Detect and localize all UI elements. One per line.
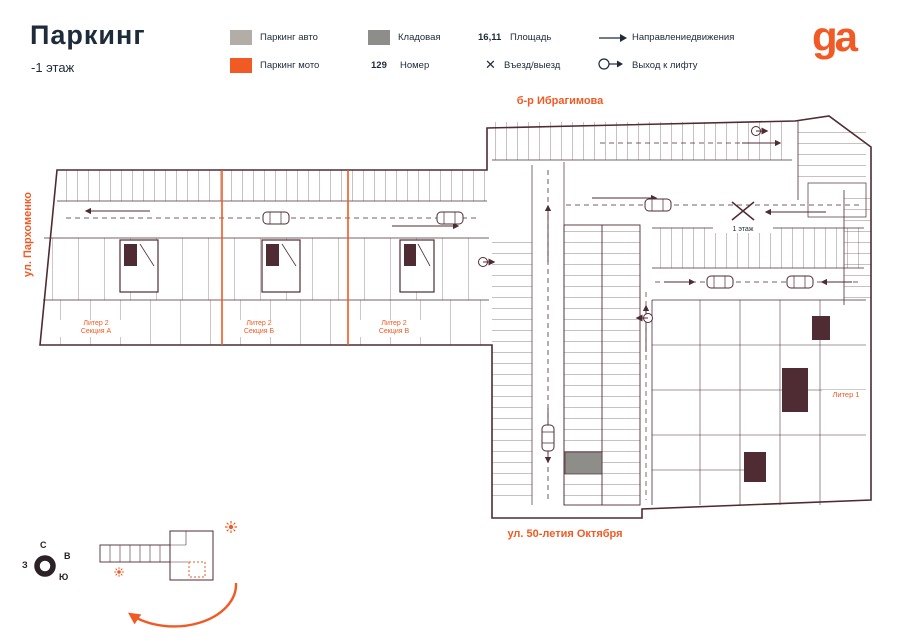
compass-icon: [34, 555, 56, 577]
section-b-line1: Литер 2: [246, 320, 272, 327]
right-block: [492, 121, 871, 506]
entry-exit-icon: ✕: [485, 57, 496, 72]
compass-west: З: [22, 560, 28, 570]
lift-core: [812, 316, 830, 340]
minimap-highlight: [188, 561, 206, 578]
direction-arrow-icon: [599, 34, 627, 42]
left-wing: [42, 170, 489, 345]
section-a-label: Литер 2 Секция А: [60, 320, 132, 337]
section-v-label: Литер 2 Секция В: [358, 320, 430, 337]
legend-number-label: Номер: [400, 60, 430, 71]
car-icon: [262, 211, 290, 225]
section-v-line2: Секция В: [378, 328, 410, 336]
sun-icon: [224, 520, 238, 534]
liter1-label: Литер 1: [822, 390, 870, 399]
compass-south: Ю: [59, 572, 69, 582]
minimap: [99, 520, 238, 628]
page-title: Паркинг: [30, 20, 146, 50]
section-a-line2: Секция А: [80, 328, 112, 336]
street-label-left: ул. Пархоменко: [22, 192, 34, 278]
page-subtitle: -1 этаж: [31, 60, 75, 75]
car-icon: [436, 211, 464, 225]
lift-core: [744, 452, 766, 482]
legend-entry-label: Въезд/выезд: [504, 60, 561, 71]
lift-core: [782, 368, 808, 412]
car-icon: [541, 424, 555, 452]
car-icon: [706, 275, 734, 289]
entrance-x-icon: [731, 201, 755, 221]
stair-core: [261, 239, 301, 293]
section-b-label: Литер 2 Секция Б: [223, 320, 295, 337]
stair-core: [399, 239, 435, 293]
sun-icon: [113, 566, 125, 578]
street-label-top: б-р Ибрагимова: [516, 95, 604, 107]
legend-auto-label: Паркинг авто: [260, 32, 318, 43]
car-icon: [786, 275, 814, 289]
legend-storage-label: Кладовая: [398, 32, 441, 43]
stair-core: [119, 239, 159, 293]
legend-moto-swatch: [230, 58, 252, 73]
rotation-arrow: [128, 582, 238, 628]
legend-number-value: 129: [371, 60, 387, 71]
street-label-bottom: ул. 50-летия Октября: [507, 528, 623, 540]
legend-direction-label: Направлениедвижения: [632, 32, 735, 43]
section-v-line1: Литер 2: [381, 320, 407, 327]
compass-north: С: [40, 540, 47, 550]
legend-auto-swatch: [230, 30, 252, 45]
lift-exit-legend-icon: [598, 58, 623, 70]
legend-lift-label: Выход к лифту: [632, 60, 698, 71]
legend-storage-swatch: [368, 30, 390, 45]
section-b-line2: Секция Б: [243, 328, 275, 336]
floor1-label: 1 этаж: [713, 226, 773, 233]
storage-cell: [564, 451, 603, 475]
section-a-line1: Литер 2: [83, 320, 109, 327]
legend-moto-label: Паркинг мото: [260, 60, 320, 71]
compass-east: В: [64, 551, 71, 561]
car-icon: [644, 198, 672, 212]
legend-area-label: Площадь: [510, 32, 552, 43]
legend-area-value: 16,11: [478, 32, 502, 43]
brand-logo: ga: [812, 13, 858, 60]
